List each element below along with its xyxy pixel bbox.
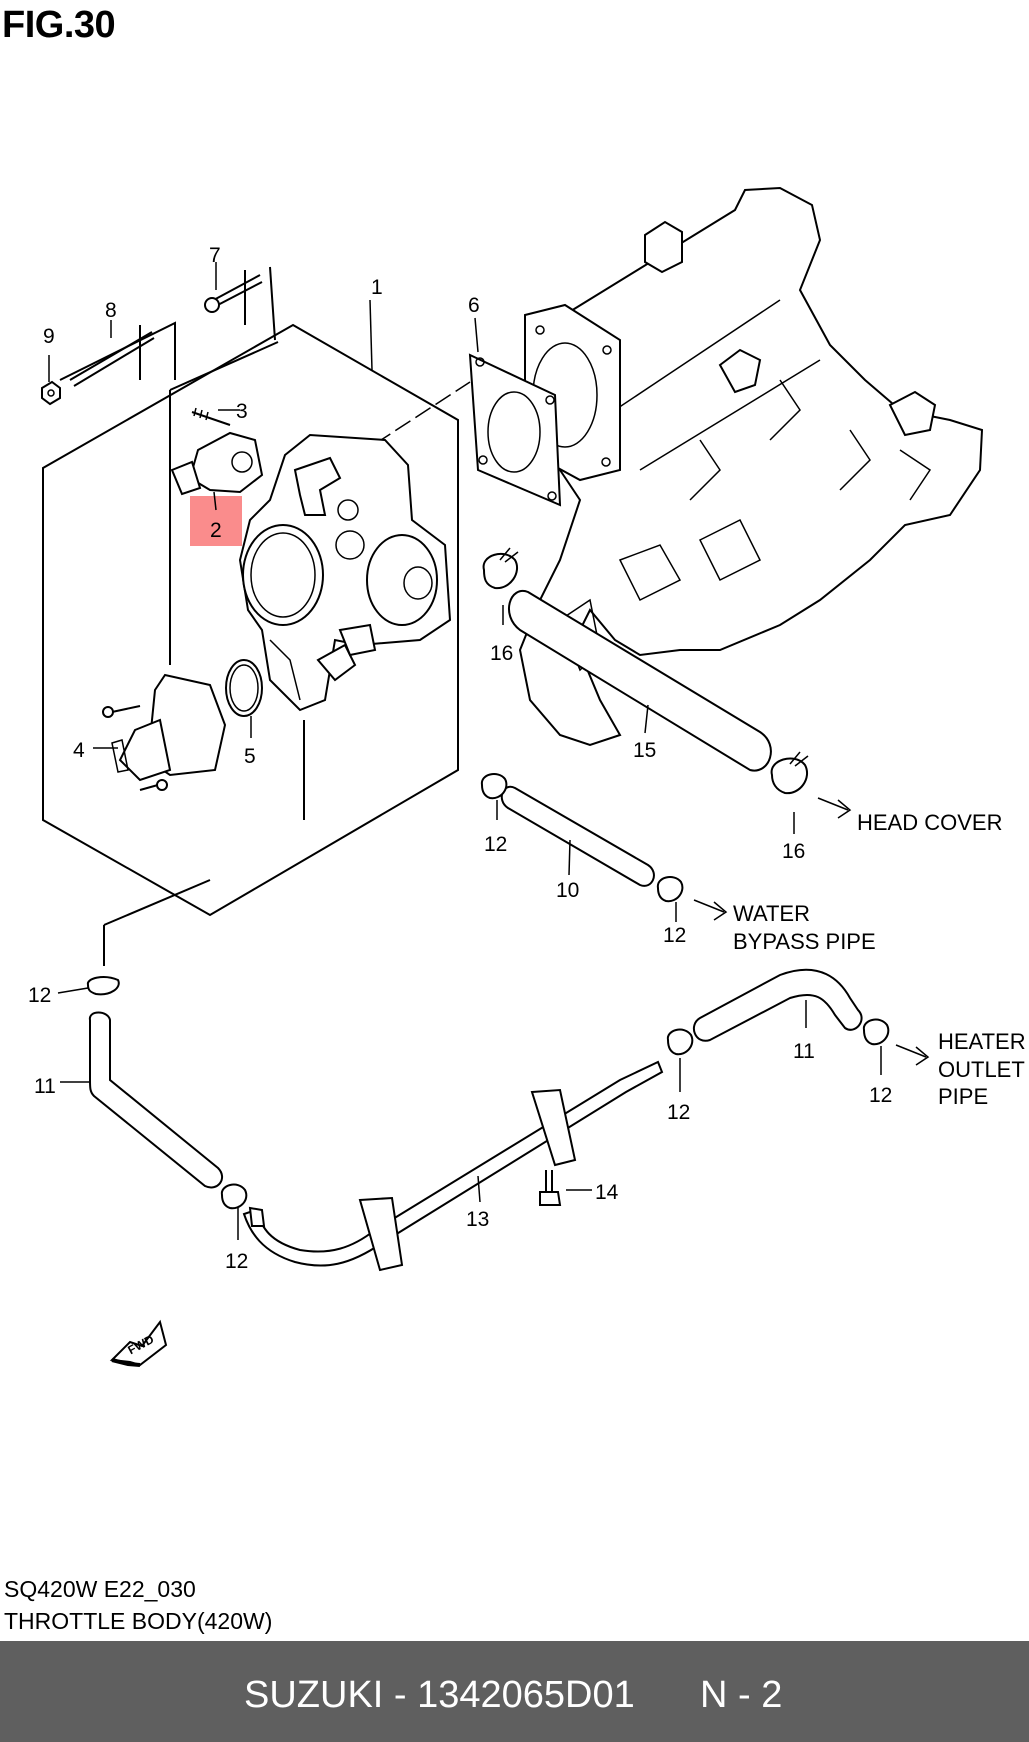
- valve-part-4: [102, 673, 227, 791]
- figure-title: FIG.30: [2, 4, 116, 46]
- clamp-part-12-b: [656, 876, 684, 903]
- throttle-body: [238, 433, 452, 712]
- callout-9: 9: [43, 325, 55, 348]
- fwd-arrow-icon: FWD: [109, 1319, 168, 1367]
- callout-12-b: 12: [663, 924, 686, 947]
- footer-brand-part: SUZUKI - 1342065D01: [244, 1674, 635, 1716]
- callout-12-d: 12: [225, 1250, 248, 1273]
- screw-part-3: [191, 407, 231, 426]
- bolt-part-7: [204, 274, 263, 313]
- bolt-part-14: [539, 1170, 562, 1206]
- callout-13: 13: [466, 1208, 489, 1231]
- callout-15: 15: [633, 739, 656, 762]
- clamp-part-16-b: [770, 751, 809, 795]
- clamp-part-12-e: [666, 1028, 694, 1056]
- hose-part-11-left: [88, 1011, 224, 1189]
- dest-bypass-pipe: BYPASS PIPE: [733, 929, 876, 954]
- callout-16-b: 16: [782, 840, 805, 863]
- callout-12-f: 12: [869, 1084, 892, 1107]
- hose-part-10: [500, 785, 655, 887]
- dest-heater: HEATER: [938, 1029, 1026, 1054]
- callout-12-e: 12: [667, 1101, 690, 1124]
- callout-12-a: 12: [484, 833, 507, 856]
- clamp-part-12-c: [86, 976, 120, 996]
- callout-4: 4: [73, 739, 85, 762]
- callout-2: 2: [210, 519, 222, 542]
- figure-description: THROTTLE BODY(420W): [4, 1608, 273, 1634]
- callout-3: 3: [236, 400, 248, 423]
- callout-11-right: 11: [793, 1040, 815, 1063]
- model-code: SQ420W E22_030: [4, 1576, 196, 1602]
- o-ring-part-5: [225, 659, 263, 717]
- parts-diagram: FWD 1 2 3 4 5 6 7 8 9 10 11 11 12 12 12 …: [28, 186, 1026, 1367]
- callout-1: 1: [371, 276, 383, 299]
- callout-14: 14: [595, 1181, 619, 1204]
- destination-arrows: [693, 797, 930, 1066]
- sensor-part-2: [170, 431, 264, 496]
- dest-head-cover: HEAD COVER: [857, 810, 1002, 835]
- dest-pipe: PIPE: [938, 1084, 988, 1109]
- hose-part-11-right: [692, 968, 863, 1042]
- gasket-6: [468, 353, 562, 507]
- callout-5: 5: [244, 745, 256, 768]
- hose-part-15: [508, 589, 772, 772]
- pipe-part-13: [242, 1060, 664, 1272]
- callout-16-a: 16: [490, 642, 513, 665]
- leader-lines: [48, 262, 882, 1240]
- nut-part-9: [41, 380, 61, 406]
- clamp-part-12-d: [220, 1183, 248, 1210]
- stud-part-8: [69, 331, 155, 387]
- callout-7: 7: [209, 244, 221, 267]
- clamp-part-12-a: [480, 773, 508, 800]
- callout-10: 10: [556, 879, 579, 902]
- callout-8: 8: [105, 299, 117, 322]
- callout-12-c: 12: [28, 984, 51, 1007]
- clamp-part-12-f: [862, 1018, 890, 1046]
- callout-6: 6: [468, 294, 480, 317]
- footer-quantity: N - 2: [700, 1674, 783, 1716]
- dest-outlet: OUTLET: [938, 1057, 1025, 1082]
- destination-labels: HEAD COVER WATER BYPASS PIPE HEATER OUTL…: [733, 810, 1026, 1109]
- footer-bar: SUZUKI - 1342065D01 N - 2: [0, 1641, 1029, 1742]
- clamp-part-16-a: [482, 547, 519, 590]
- callout-labels: 1 2 3 4 5 6 7 8 9 10 11 11 12 12 12 12 1…: [28, 244, 892, 1273]
- callout-11-left: 11: [34, 1075, 56, 1098]
- dest-water: WATER: [733, 901, 810, 926]
